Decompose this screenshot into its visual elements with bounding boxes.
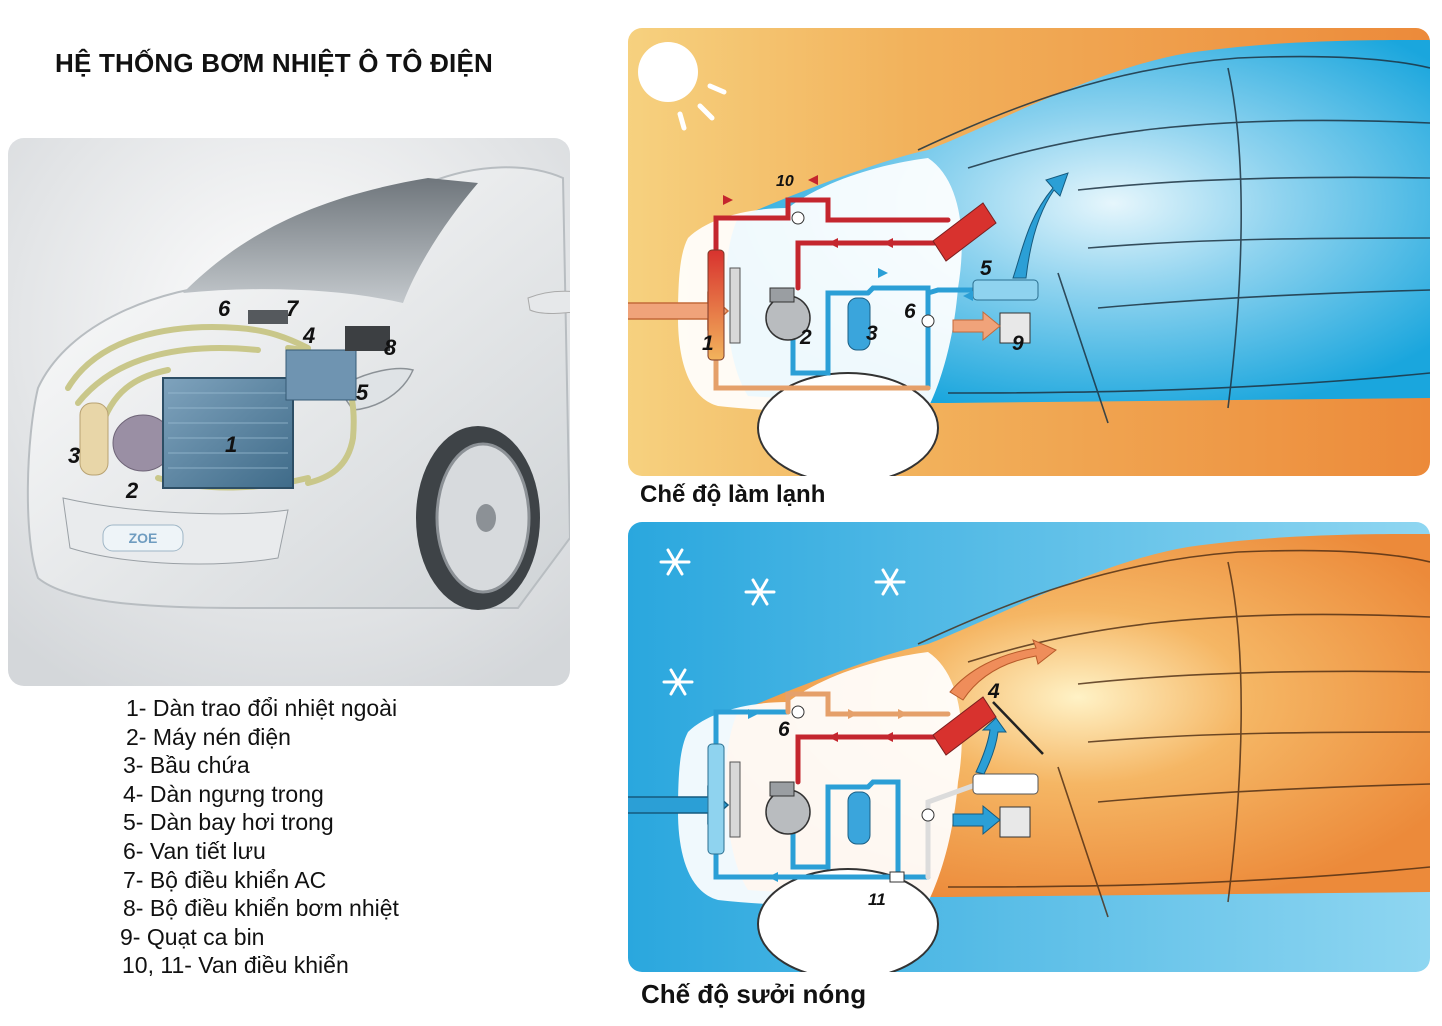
hvac-box-part — [285, 349, 357, 401]
legend-item: 10, 11- Van điều khiển — [122, 952, 349, 979]
page-title: HỆ THỐNG BƠM NHIỆT Ô TÔ ĐIỆN — [55, 48, 494, 78]
car-illustration: ZOE 1 2 3 4 5 6 — [8, 138, 570, 686]
condenser-part — [162, 377, 294, 489]
photo-label-8: 8 — [384, 335, 397, 360]
compressor — [765, 789, 811, 835]
outer-heat-exchanger — [707, 743, 725, 855]
valve-6 — [791, 705, 805, 719]
cool-label-6: 6 — [904, 300, 916, 323]
photo-label-1: 1 — [225, 432, 237, 457]
legend-item: 8- Bộ điều khiển bơm nhiệt — [123, 895, 399, 922]
legend-item: 1- Dàn trao đổi nhiệt ngoài — [126, 695, 398, 721]
windshield — [183, 178, 478, 303]
inner-condenser — [932, 202, 997, 262]
cooling-mode-diagram: 10 1 2 3 6 5 9 — [628, 28, 1430, 476]
cabin-warm-air-arrow — [949, 639, 1057, 701]
cool-label-2: 2 — [799, 326, 812, 349]
cabin-fan — [999, 806, 1031, 838]
cooling-mode-caption: Chế độ làm lạnh — [640, 481, 826, 508]
valve-10 — [791, 211, 805, 225]
sun-icon — [638, 42, 698, 102]
car-photo: ZOE 1 2 3 4 5 6 — [8, 138, 570, 686]
zoe-badge: ZOE — [129, 530, 158, 546]
heating-mode-diagram: 6 4 11 — [628, 522, 1430, 972]
snowflake-icons — [659, 548, 906, 696]
ac-controller-part — [248, 310, 288, 324]
heating-mode-caption: Chế độ sưởi nóng — [641, 979, 867, 1009]
cool-label-1: 1 — [702, 332, 714, 355]
inner-condenser — [932, 696, 997, 756]
accumulator — [847, 791, 871, 845]
cool-label-10: 10 — [776, 173, 794, 190]
photo-label-2: 2 — [125, 478, 139, 503]
heatpump-controller-part — [345, 326, 390, 351]
photo-label-6: 6 — [218, 296, 231, 321]
inner-evaporator — [972, 773, 1039, 795]
photo-label-5: 5 — [356, 380, 369, 405]
photo-label-4: 4 — [302, 323, 315, 348]
legend-item: 6- Van tiết lưu — [123, 837, 266, 864]
wheel — [757, 868, 939, 972]
wheel — [757, 372, 939, 476]
cabin-cool-air-arrow — [1012, 172, 1069, 279]
photo-label-3: 3 — [68, 443, 80, 468]
legend-item: 9- Quạt ca bin — [120, 923, 265, 950]
expansion-valve — [921, 808, 935, 822]
cool-label-3: 3 — [866, 322, 878, 345]
sun-rays — [677, 83, 727, 131]
legend-item: 3- Bầu chứa — [123, 752, 250, 779]
legend-item: 5- Dàn bay hơi trong — [123, 809, 334, 836]
cool-label-5: 5 — [980, 257, 992, 280]
legend-item: 7- Bộ điều khiển AC — [123, 866, 327, 893]
inner-evaporator — [972, 279, 1039, 301]
cool-label-9: 9 — [1012, 332, 1024, 355]
component-legend: 1- Dàn trao đổi nhiệt ngoài 2- Máy nén đ… — [118, 694, 399, 980]
heat-label-4: 4 — [987, 680, 1000, 703]
legend-item: 4- Dàn ngưng trong — [123, 780, 324, 807]
valve-6 — [921, 314, 935, 328]
outer-heat-exchanger — [707, 249, 725, 361]
photo-label-7: 7 — [286, 296, 300, 321]
heat-label-11: 11 — [868, 890, 886, 909]
cabin-fan — [999, 312, 1031, 344]
heat-label-6: 6 — [778, 718, 790, 741]
accumulator-part — [79, 402, 109, 476]
accumulator — [847, 297, 871, 351]
legend-item: 2- Máy nén điện — [126, 723, 291, 750]
valve-11 — [889, 871, 905, 883]
